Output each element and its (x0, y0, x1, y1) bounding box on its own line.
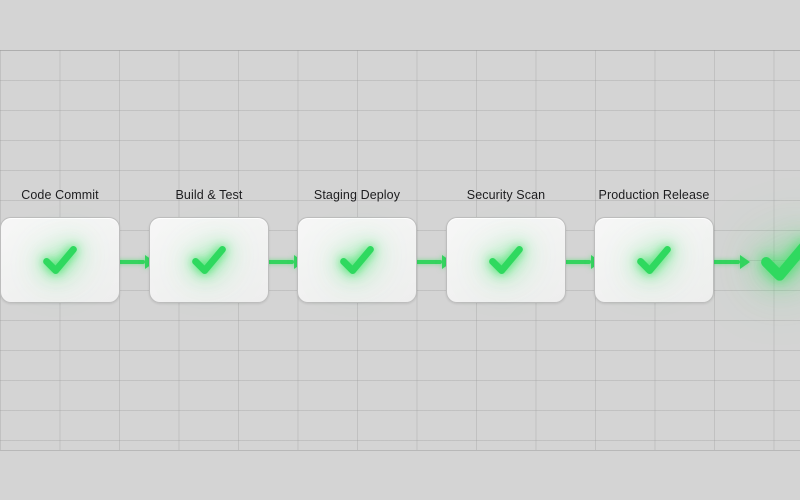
grid-bottom-edge (0, 450, 800, 451)
stage-card[interactable] (297, 217, 417, 303)
stage-card[interactable] (0, 217, 120, 303)
stage-card[interactable] (446, 217, 566, 303)
stage-label: Production Release (598, 188, 710, 202)
stage-label: Build & Test (175, 188, 243, 202)
arrow-head-icon (740, 255, 750, 269)
stage-card[interactable] (594, 217, 714, 303)
connector-production-to-final (688, 255, 750, 269)
check-icon (489, 246, 523, 274)
check-icon (761, 243, 800, 281)
stage-card[interactable] (149, 217, 269, 303)
arrow-line (688, 260, 740, 264)
grid-top-edge (0, 50, 800, 51)
check-icon (43, 246, 77, 274)
stage-label: Staging Deploy (313, 188, 401, 202)
check-icon (340, 246, 374, 274)
stage-label: Code Commit (21, 188, 99, 202)
final-success-badge[interactable] (752, 226, 800, 294)
check-icon (192, 246, 226, 274)
stage-label: Security Scan (466, 188, 546, 202)
check-icon (637, 246, 671, 274)
